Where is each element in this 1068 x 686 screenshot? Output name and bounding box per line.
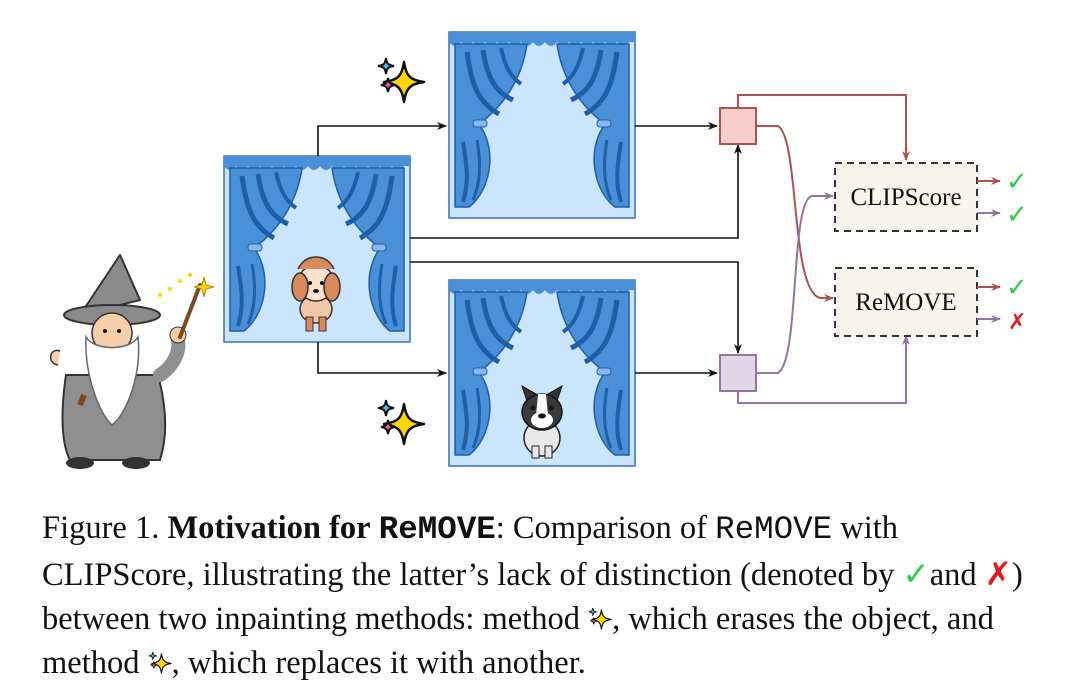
edge-red-to-remove [756,125,834,302]
purple-concat-node [719,354,757,392]
caption-bold-code: ReMOVE [378,511,496,548]
sparkle-icon [376,56,426,104]
edge-input-to-bottom [317,342,447,377]
remove-box [834,267,978,337]
clipscore-box [834,162,978,232]
caption-bold-title: Motivation for [167,510,371,546]
red-concat-node [719,107,757,145]
caption-check-mark: ✓ [902,555,930,593]
wizard-icon [49,254,215,469]
figure-diagram: CLIPScore ReMOVE ✓ ✓ ✓ ✗ [49,0,1028,469]
caption-colon-text: : Comparison of [495,510,707,546]
check-mark: ✓ [1006,167,1028,197]
clipscore-label: CLIPScore [850,184,961,211]
edge-input-to-top [317,122,447,156]
check-mark: ✓ [1006,200,1028,230]
edge-purple-to-remove [737,335,910,404]
caption-text-1: with CLIPScore, illustrating the latter’… [42,510,899,593]
caption-cross-mark: ✗ [984,555,1013,593]
sparkle-icon [376,398,426,446]
caption-text-3: , which erases the object, and method [42,601,994,681]
figure-caption: Figure 1. Motivation for ReMOVE: Compari… [42,506,1032,685]
caption-code-remove: ReMOVE [715,511,833,548]
edge-input-to-rednode [410,144,742,239]
sparkle-icon [147,651,172,674]
check-mark: ✓ [1006,273,1028,303]
edge-purple-to-clipscore [756,192,834,374]
bulldog-icon [521,384,563,459]
edge-red-to-clipscore [737,94,910,161]
remove-label: ReMOVE [855,289,956,316]
caption-text-4: , which replaces it with another. [171,645,586,681]
poodle-icon [291,256,341,332]
sparkle-icon [588,607,612,630]
erased-output-frame [449,32,635,218]
caption-text-2: ) between two inpainting methods: method [42,557,1023,637]
cross-mark: ✗ [1008,310,1026,335]
figure-label: Figure 1. [42,510,160,546]
caption-text-and: and [929,557,977,593]
edge-input-to-purplenode [410,261,742,354]
